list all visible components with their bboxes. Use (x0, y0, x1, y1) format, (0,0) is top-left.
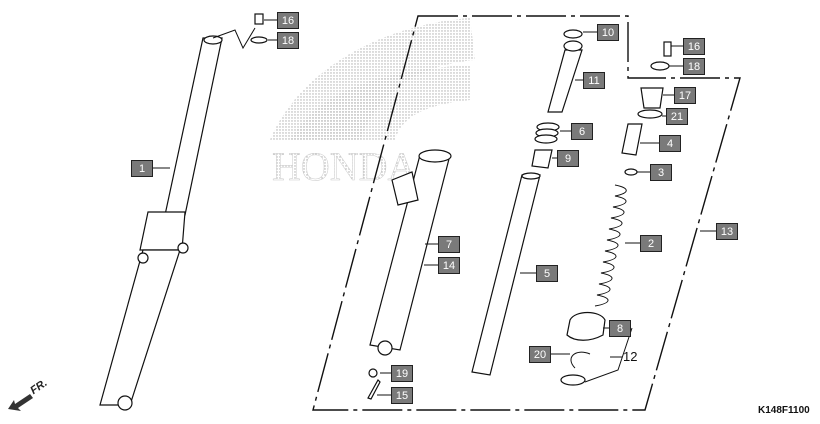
callout-2[interactable]: 2 (640, 235, 662, 252)
part-rebound-spring (534, 122, 560, 144)
callout-20[interactable]: 20 (529, 346, 551, 363)
figure-code: K148F1100 (758, 405, 810, 416)
part-fork-inner-tube (471, 172, 541, 376)
callout-17[interactable]: 17 (674, 87, 696, 104)
assembly-boundary (312, 15, 741, 411)
part-fork-spring (594, 184, 627, 307)
callout-8[interactable]: 8 (609, 320, 631, 337)
callout-6[interactable]: 6 (571, 123, 593, 140)
callout-19[interactable]: 19 (391, 365, 413, 382)
callout-1[interactable]: 1 (131, 160, 153, 177)
part-fork-outer-tube (369, 149, 452, 356)
callout-11[interactable]: 11 (583, 72, 605, 89)
callout-18[interactable]: 18 (277, 32, 299, 49)
callout-16[interactable]: 16 (277, 12, 299, 29)
callout-7[interactable]: 7 (438, 236, 460, 253)
callout-3[interactable]: 3 (650, 164, 672, 181)
svg-text:HONDA: HONDA (272, 144, 417, 189)
callout-13[interactable]: 13 (716, 223, 738, 240)
honda-wing-logo: HONDA (270, 18, 475, 189)
part-damper-rod (547, 49, 583, 113)
callout-15[interactable]: 15 (391, 387, 413, 404)
callout-9[interactable]: 9 (557, 150, 579, 167)
part-fork-leg-left (99, 27, 256, 411)
callout-18-right[interactable]: 18 (683, 58, 705, 75)
group-label-12[interactable]: 12 (623, 349, 638, 364)
front-arrow-icon (8, 394, 33, 411)
callout-14[interactable]: 14 (438, 257, 460, 274)
callout-21[interactable]: 21 (666, 108, 688, 125)
callout-4[interactable]: 4 (659, 135, 681, 152)
callout-16-right[interactable]: 16 (683, 38, 705, 55)
callout-10[interactable]: 10 (597, 24, 619, 41)
callout-5[interactable]: 5 (536, 265, 558, 282)
